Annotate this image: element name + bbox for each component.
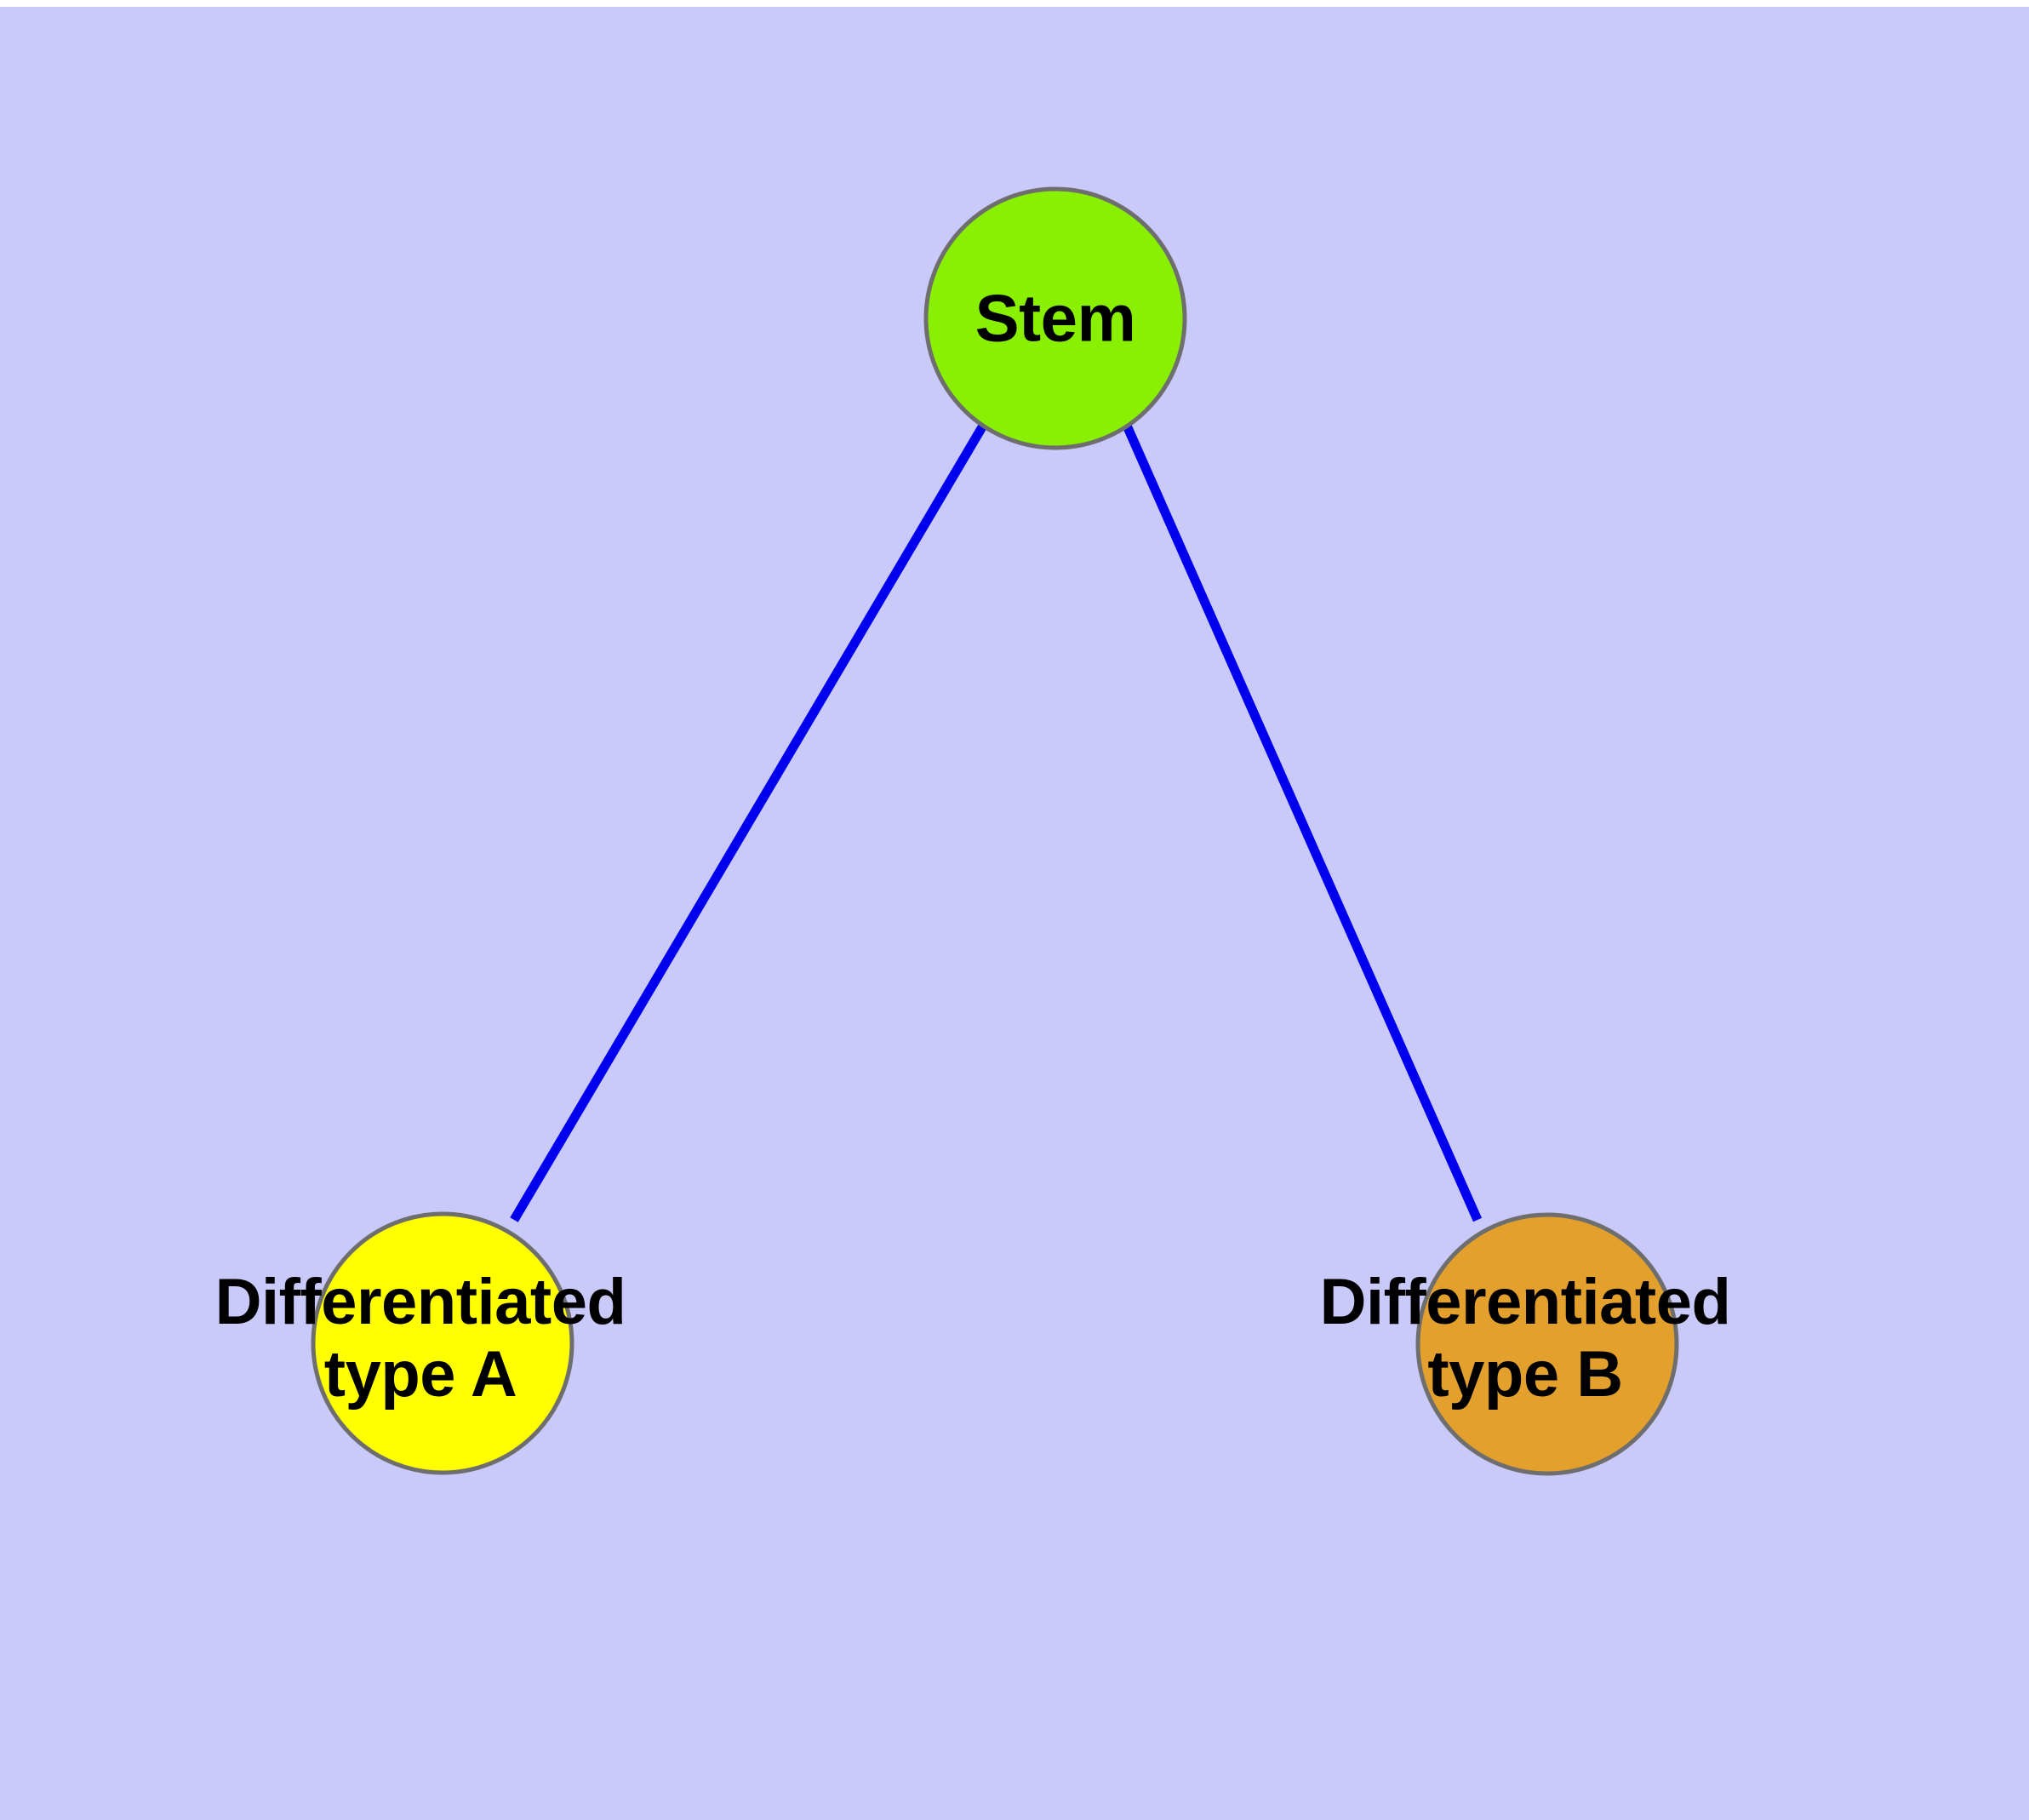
graph-edge-stem-diff_b xyxy=(1122,423,1483,1222)
graph-edge-stem-diff_a xyxy=(510,423,987,1222)
graph-node-stem[interactable] xyxy=(923,186,1187,450)
nodes-layer xyxy=(311,186,1679,1476)
graph-node-diff_b[interactable] xyxy=(1415,1212,1679,1476)
graph-node-diff_a[interactable] xyxy=(311,1211,574,1475)
edges-layer xyxy=(510,423,1483,1222)
